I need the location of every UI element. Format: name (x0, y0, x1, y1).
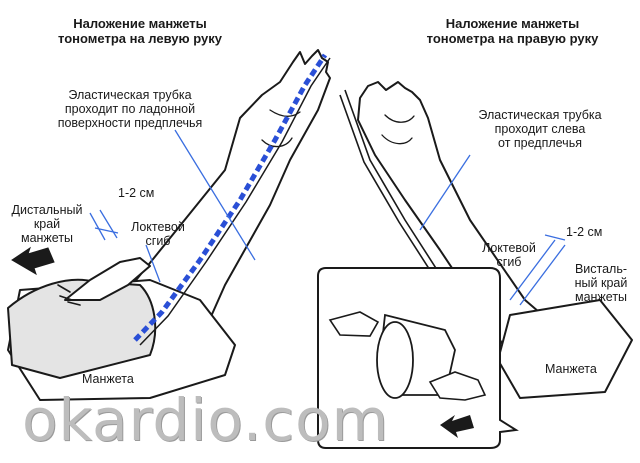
inset-panel (317, 267, 519, 449)
left-elastic-tube (133, 53, 328, 342)
watermark: okardio.com (22, 386, 390, 454)
right-title: Наложение манжеты тонометра на правую ру… (426, 16, 599, 46)
left-tube-outline (139, 57, 331, 346)
right-cuff-label: Манжета (545, 362, 597, 376)
right-tube-note: Эластическая трубка проходит слева от пр… (478, 108, 602, 150)
right-palm-lines (381, 114, 415, 145)
left-elbow-label: Локтевой сгиб (131, 220, 185, 248)
left-hand-holding (64, 257, 151, 301)
inset-hand-left (328, 311, 380, 337)
inset-cuff-opening (376, 321, 414, 399)
right-elbow-label: Локтевой сгиб (482, 241, 536, 269)
right-pointer-lines (419, 154, 566, 306)
left-pointer-lines (89, 129, 256, 283)
left-title: Наложение манжеты тонометра на левую рук… (58, 16, 222, 46)
left-forearm (119, 49, 331, 331)
right-distance-label: 1-2 см (566, 225, 603, 239)
right-distal-edge-label: Висталь- ный край манжеты (574, 262, 628, 304)
left-tube-note: Эластическая трубка проходит по ладонной… (57, 88, 203, 130)
right-arm-drawing (357, 81, 633, 399)
left-cuff (7, 278, 157, 379)
left-direction-arrow (11, 246, 55, 276)
inset-hand-right (428, 371, 487, 401)
left-cuff-label: Манжета (82, 372, 134, 386)
right-cuff (497, 299, 633, 399)
left-distance-label: 1-2 см (118, 186, 155, 200)
left-arm-drawing (7, 49, 331, 401)
left-hand-fingers (57, 284, 81, 306)
left-distal-edge-label: Дистальный край манжеты (11, 203, 83, 245)
inset-direction-arrow (440, 415, 474, 438)
